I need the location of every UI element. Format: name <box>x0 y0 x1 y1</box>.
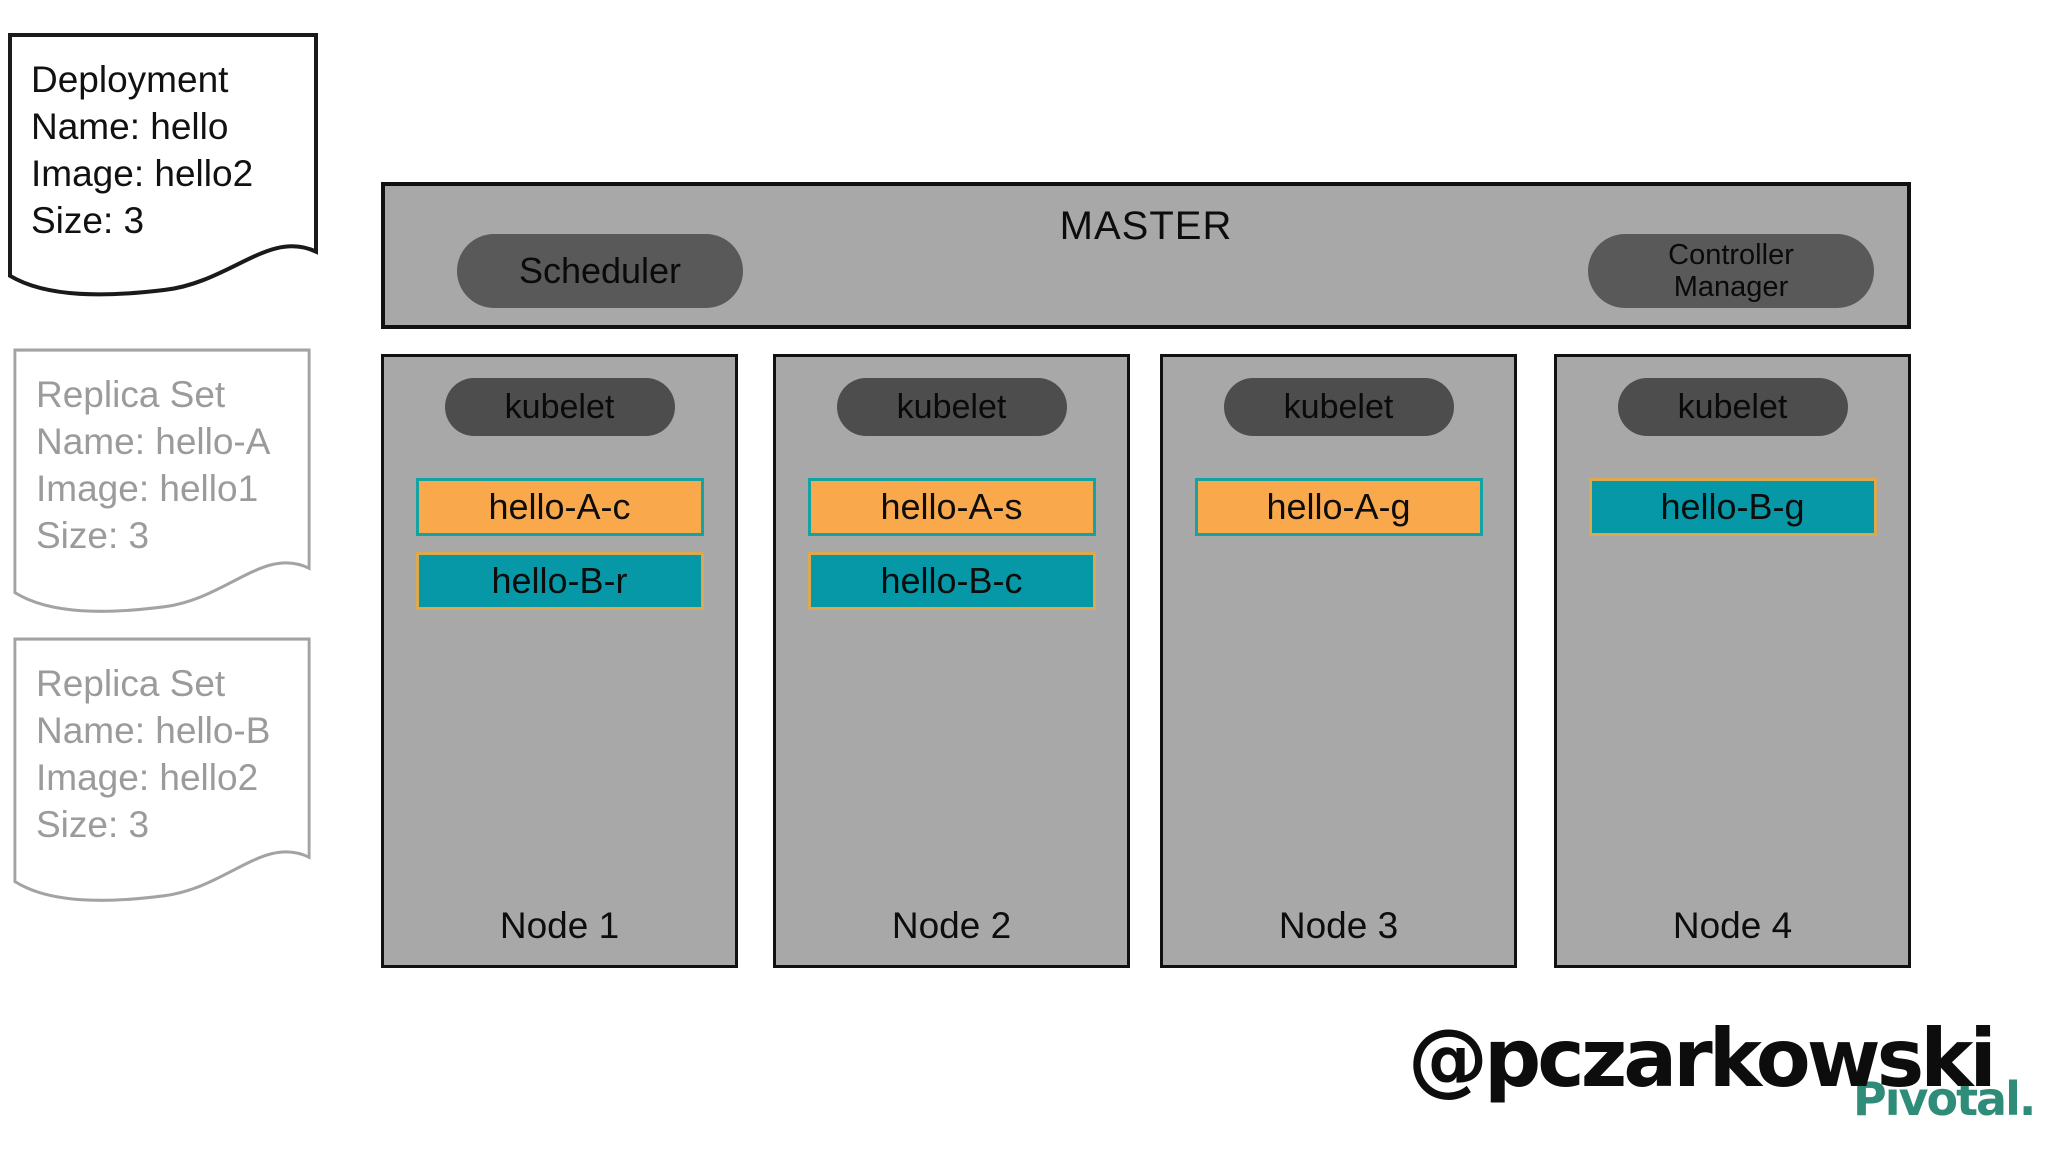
note-line: Name: hello-A <box>36 421 271 462</box>
pod-hello-a-s: hello-A-s <box>807 478 1096 536</box>
node-1-panel: kubelet hello-A-c hello-B-r Node 1 <box>381 354 738 968</box>
note-line: Replica Set <box>36 374 226 415</box>
pod-hello-b-c: hello-B-c <box>807 552 1096 610</box>
deployment-note-text: Deployment Name: hello Image: hello2 Siz… <box>31 56 309 244</box>
pod-list: hello-A-c hello-B-r <box>384 478 735 610</box>
kubelet-pill: kubelet <box>1617 378 1848 436</box>
node-label: Node 2 <box>891 905 1012 946</box>
note-line: Image: hello2 <box>31 153 254 194</box>
pivotal-logo: Pivotal. <box>1853 1072 2036 1126</box>
pod-list: hello-B-g <box>1557 478 1908 536</box>
deployment-note: Deployment Name: hello Image: hello2 Siz… <box>7 32 319 302</box>
node-4-panel: kubelet hello-B-g Node 4 <box>1554 354 1911 968</box>
controller-manager-line2: Manager <box>1673 271 1789 303</box>
note-line: Size: 3 <box>31 200 145 241</box>
replicaset-a-note: Replica Set Name: hello-A Image: hello1 … <box>12 347 312 619</box>
note-line: Name: hello <box>31 106 229 147</box>
replicaset-a-note-text: Replica Set Name: hello-A Image: hello1 … <box>36 371 302 559</box>
kubelet-pill: kubelet <box>1223 378 1454 436</box>
pod-hello-a-g: hello-A-g <box>1194 478 1483 536</box>
controller-manager-pill: Controller Manager <box>1588 234 1874 308</box>
node-2-panel: kubelet hello-A-s hello-B-c Node 2 <box>773 354 1130 968</box>
note-line: Size: 3 <box>36 804 150 845</box>
note-line: Replica Set <box>36 663 226 704</box>
scheduler-pill: Scheduler <box>457 234 743 308</box>
node-label: Node 4 <box>1672 905 1793 946</box>
note-line: Image: hello2 <box>36 757 259 798</box>
note-line: Name: hello-B <box>36 710 271 751</box>
kubelet-pill: kubelet <box>836 378 1067 436</box>
note-line: Size: 3 <box>36 515 150 556</box>
pod-hello-b-r: hello-B-r <box>415 552 704 610</box>
note-line: Deployment <box>31 59 229 100</box>
pod-hello-b-g: hello-B-g <box>1588 478 1877 536</box>
controller-manager-line1: Controller <box>1668 239 1794 271</box>
node-3-panel: kubelet hello-A-g Node 3 <box>1160 354 1517 968</box>
pod-list: hello-A-s hello-B-c <box>776 478 1127 610</box>
document-shape <box>13 637 311 902</box>
node-label: Node 3 <box>1278 905 1399 946</box>
pod-hello-a-c: hello-A-c <box>415 478 704 536</box>
scheduler-label: Scheduler <box>518 250 682 291</box>
note-line: Image: hello1 <box>36 468 259 509</box>
master-panel: MASTER Scheduler Controller Manager <box>381 182 1911 329</box>
replicaset-b-note-text: Replica Set Name: hello-B Image: hello2 … <box>36 660 302 848</box>
author-signature: @pczarkowski <box>1408 1012 1997 1105</box>
master-title: MASTER <box>1059 204 1233 248</box>
document-shape <box>8 33 318 297</box>
kubelet-pill: kubelet <box>444 378 675 436</box>
replicaset-b-note: Replica Set Name: hello-B Image: hello2 … <box>12 636 312 908</box>
node-label: Node 1 <box>499 905 620 946</box>
document-shape <box>13 348 311 613</box>
pod-list: hello-A-g <box>1163 478 1514 536</box>
